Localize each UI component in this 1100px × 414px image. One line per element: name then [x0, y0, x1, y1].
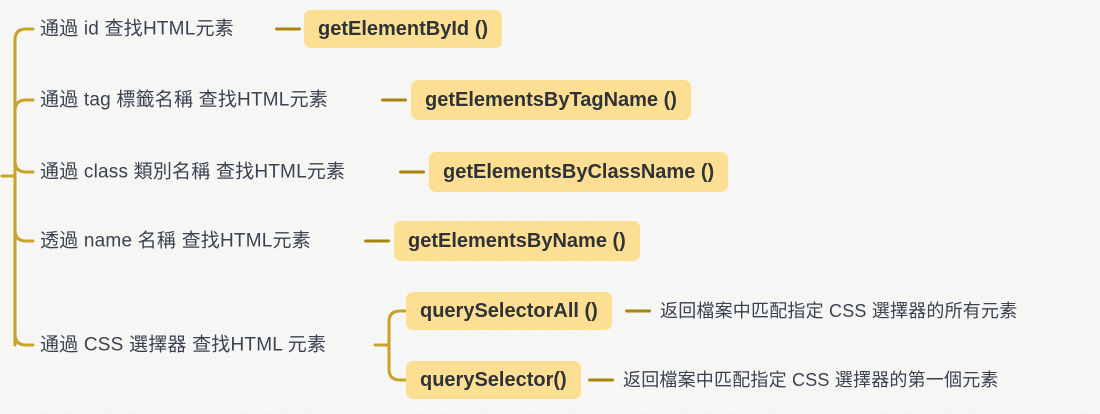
branch-label-css-selector: 通過 CSS 選擇器 查找HTML 元素: [40, 334, 327, 356]
branch-label-class: 通過 class 類別名稱 查找HTML元素: [40, 161, 346, 183]
branch-label-tag: 通過 tag 標籤名稱 查找HTML元素: [40, 89, 328, 111]
method-badge-getElementsByClassName[interactable]: getElementsByClassName (): [429, 152, 729, 192]
description-querySelectorAll: 返回檔案中匹配指定 CSS 選擇器的所有元素: [660, 301, 1018, 321]
branch-label-name: 透過 name 名稱 查找HTML元素: [40, 230, 311, 252]
css-selector-sub-bracket: [373, 309, 409, 382]
method-badge-getElementsByTagName[interactable]: getElementsByTagName (): [411, 80, 691, 120]
description-querySelector: 返回檔案中匹配指定 CSS 選擇器的第一個元素: [623, 370, 999, 390]
connector-querySelectorAll: [625, 309, 651, 313]
connector-class: [399, 170, 425, 174]
method-badge-getElementById[interactable]: getElementById (): [304, 10, 503, 48]
connector-name: [364, 239, 390, 243]
connector-tag: [381, 98, 407, 102]
method-badge-getElementsByName[interactable]: getElementsByName (): [394, 221, 640, 261]
connector-id: [275, 27, 301, 31]
branch-label-id: 通過 id 查找HTML元素: [40, 18, 234, 40]
method-badge-querySelector[interactable]: querySelector(): [406, 361, 581, 399]
connector-querySelector: [588, 378, 614, 382]
main-bracket: [0, 27, 35, 347]
method-badge-querySelectorAll[interactable]: querySelectorAll (): [406, 292, 612, 330]
